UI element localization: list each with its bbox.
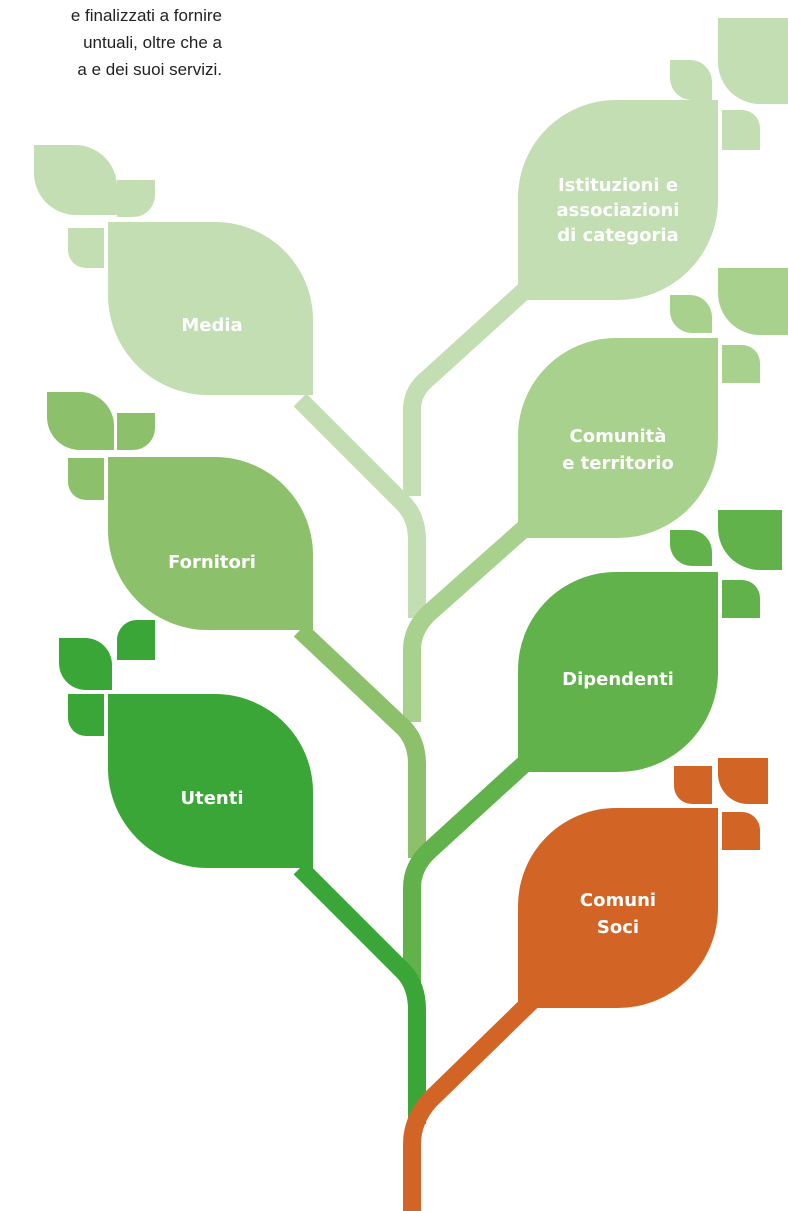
intro-paragraph-fragment: e finalizzati a fornire untuali, oltre c… — [0, 2, 222, 83]
stem-utenti — [293, 861, 426, 1124]
stem-fornitori — [293, 623, 426, 858]
tree-stems — [293, 255, 563, 1211]
small-leaf — [718, 758, 768, 804]
small-leaf — [59, 638, 112, 690]
main-leaf — [108, 694, 313, 868]
stem-comunita — [403, 503, 551, 722]
stem-media — [293, 393, 426, 618]
istituzioni-label-line: Istituzioni e — [558, 175, 678, 196]
node-istituzioni: Istituzioni e associazioni di categoria — [518, 18, 788, 300]
small-leaf — [718, 18, 788, 104]
comuni-soci-label-line: Soci — [597, 917, 639, 938]
main-leaf — [518, 808, 718, 1008]
node-comuni-soci: Comuni Soci — [518, 758, 768, 1008]
small-leaf — [34, 145, 117, 215]
node-fornitori: Fornitori — [47, 392, 313, 630]
small-leaf — [722, 345, 760, 383]
utenti-label: Utenti — [180, 788, 243, 809]
istituzioni-label-line: associazioni — [557, 200, 680, 221]
small-leaf — [722, 110, 760, 150]
small-leaf — [117, 413, 155, 450]
small-leaf — [722, 580, 760, 618]
small-leaf — [68, 694, 104, 736]
intro-line: untuali, oltre che a — [83, 33, 222, 52]
main-leaf — [518, 572, 718, 772]
small-leaf — [68, 458, 104, 500]
fornitori-label: Fornitori — [168, 552, 256, 573]
main-leaf — [108, 222, 313, 395]
small-leaf — [670, 530, 712, 566]
intro-line: e finalizzati a fornire — [70, 6, 222, 25]
main-leaf — [518, 100, 718, 300]
istituzioni-label-line: di categoria — [557, 225, 678, 246]
small-leaf — [674, 766, 712, 804]
node-media: Media — [34, 145, 313, 395]
intro-line: a e dei suoi servizi. — [77, 60, 222, 79]
small-leaf — [117, 180, 155, 217]
comunita-label-line: e territorio — [562, 453, 674, 474]
small-leaf — [670, 295, 712, 333]
stem-dipendenti — [403, 738, 552, 985]
node-utenti: Utenti — [59, 620, 313, 868]
node-comunita: Comunità e territorio — [518, 268, 788, 538]
stem-istituzioni — [403, 255, 563, 496]
small-leaf — [670, 60, 712, 100]
main-leaf — [518, 338, 718, 538]
small-leaf — [68, 228, 104, 268]
dipendenti-label: Dipendenti — [562, 669, 674, 690]
main-leaf — [108, 457, 313, 630]
small-leaf — [718, 510, 782, 570]
small-leaf — [117, 620, 155, 660]
comunita-label-line: Comunità — [570, 426, 667, 447]
media-label: Media — [181, 315, 242, 336]
comuni-soci-label-line: Comuni — [580, 890, 656, 911]
small-leaf — [718, 268, 788, 335]
stem-comuni-soci — [403, 978, 555, 1211]
node-dipendenti: Dipendenti — [518, 510, 782, 772]
small-leaf — [47, 392, 114, 450]
small-leaf — [722, 812, 760, 850]
